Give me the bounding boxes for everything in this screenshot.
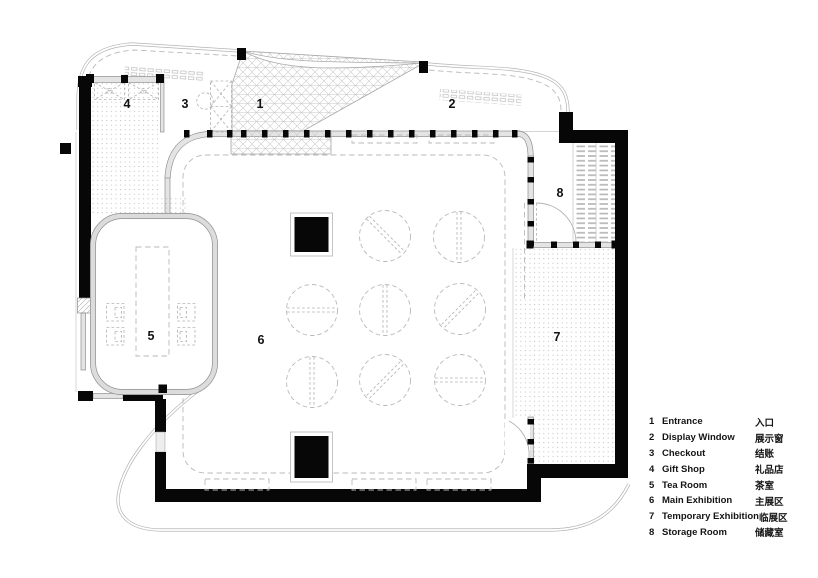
legend-row-display-window: 2 Display Window 展示窗 — [649, 430, 817, 446]
legend-row-checkout: 3 Checkout 结账 — [649, 446, 817, 462]
black-walls — [77, 76, 628, 502]
tea-chair — [177, 303, 196, 322]
exhibit-table — [359, 284, 411, 336]
legend-label-zh: 展示窗 — [755, 433, 784, 445]
room-label-gift-shop: 4 — [123, 96, 131, 111]
room-label-main-exhibition: 6 — [257, 332, 265, 347]
column — [294, 436, 329, 478]
exhibit-table — [286, 356, 338, 408]
room-label-checkout: 3 — [181, 96, 189, 111]
room-checkout — [196, 80, 232, 133]
room-label-tea-room: 5 — [147, 328, 155, 343]
legend-label-en: Display Window — [662, 432, 735, 444]
legend-row-temporary-exhibition: 7 Temporary Exhibition 临展区 — [649, 509, 817, 525]
tea-chair — [106, 327, 125, 346]
legend-number: 7 — [649, 511, 655, 523]
legend-label-zh: 主展区 — [755, 496, 784, 508]
checkout-stool — [196, 92, 214, 110]
storage-shelving — [573, 143, 615, 242]
legend-number: 5 — [649, 479, 655, 491]
wall-posts — [60, 48, 619, 464]
legend-number: 4 — [649, 463, 655, 475]
legend: 1 Entrance 入口 2 Display Window 展示窗 3 Che… — [649, 414, 817, 540]
legend-number: 8 — [649, 526, 655, 538]
tea-chair — [106, 303, 125, 322]
legend-label-zh: 储藏室 — [755, 528, 784, 540]
exhibit-table — [286, 284, 338, 336]
tea-chair — [177, 327, 196, 346]
room-label-display-window: 2 — [448, 96, 456, 111]
tea-table — [135, 246, 170, 357]
room-label-temporary-exhibition: 7 — [553, 329, 561, 344]
room-temporary-exhibition — [505, 248, 615, 464]
legend-label-en: Tea Room — [662, 479, 708, 491]
legend-row-entrance: 1 Entrance 入口 — [649, 414, 817, 430]
legend-label-zh: 入口 — [755, 417, 775, 429]
exhibit-table — [434, 283, 486, 335]
legend-row-gift-shop: 4 Gift Shop 礼品店 — [649, 461, 817, 477]
legend-row-tea-room: 5 Tea Room 茶室 — [649, 477, 817, 493]
exhibit-table — [433, 211, 485, 263]
legend-label-en: Checkout — [662, 447, 706, 459]
exhibit-table — [359, 354, 411, 406]
room-main-exhibition — [182, 134, 506, 491]
legend-label-zh: 茶室 — [755, 481, 775, 493]
legend-label-zh: 临展区 — [758, 512, 788, 524]
legend-label-en: Main Exhibition — [662, 495, 733, 507]
door-swing — [508, 420, 530, 459]
legend-number: 2 — [649, 432, 655, 444]
checkout-counter — [210, 80, 232, 133]
room-gift-shop — [91, 82, 187, 216]
display-fixture — [128, 82, 159, 100]
door-swing — [536, 202, 577, 243]
legend-label-zh: 结账 — [755, 449, 775, 461]
room-label-entrance: 1 — [256, 96, 264, 111]
legend-label-en: Entrance — [662, 416, 703, 428]
exhibit-table — [434, 354, 486, 406]
room-label-storage: 8 — [556, 185, 564, 200]
legend-label-zh: 礼品店 — [755, 465, 784, 477]
display-fixture — [94, 82, 125, 100]
exhibition-boundary — [182, 154, 506, 474]
legend-label-en: Temporary Exhibition — [662, 511, 759, 523]
exhibit-table — [359, 210, 411, 262]
room-entrance — [231, 50, 423, 132]
legend-row-main-exhibition: 6 Main Exhibition 主展区 — [649, 493, 817, 509]
legend-label-en: Storage Room — [662, 526, 727, 538]
legend-number: 1 — [649, 416, 655, 428]
legend-number: 6 — [649, 495, 655, 507]
room-tea-room — [90, 213, 218, 395]
legend-label-en: Gift Shop — [662, 463, 705, 475]
column — [294, 217, 329, 252]
room-display-window — [124, 66, 522, 106]
columns — [290, 212, 333, 483]
legend-row-storage: 8 Storage Room 储藏室 — [649, 525, 817, 541]
legend-number: 3 — [649, 447, 655, 459]
room-storage — [524, 143, 615, 300]
